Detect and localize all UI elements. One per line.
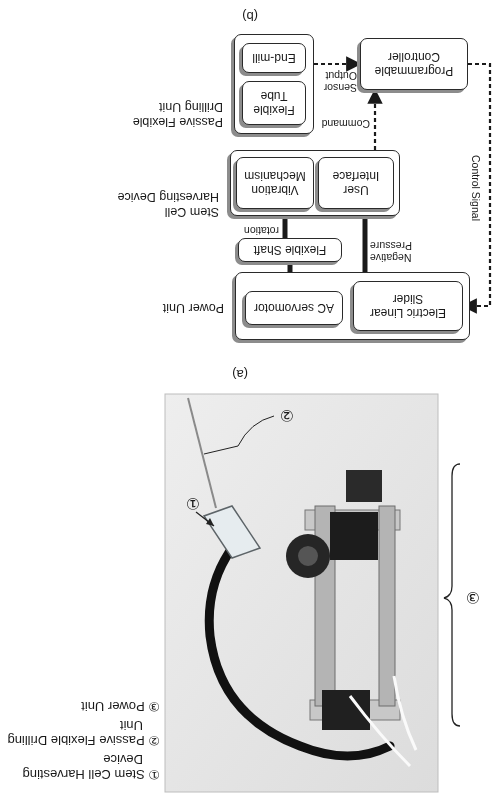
link-line [363,209,368,281]
leader-arrowhead [206,518,214,526]
box-text: Electric Linear Slider [356,292,460,320]
component-box: Flexible Shaft [238,238,342,262]
signal-line [374,90,376,157]
box-text: Programmable Controller [363,50,465,78]
unit-box: Power UnitElectric Linear SliderAC servo… [235,272,470,340]
unit-box: Stem Cell Harvesting DeviceUser Interfac… [230,150,400,216]
motor-block [346,470,382,502]
harvesting-device [204,506,260,558]
component-box: User Interface [318,157,394,209]
motor-block [322,690,370,730]
leader-arrow [196,512,214,526]
controller-box: Programmable Controller [360,38,468,90]
leader-line [204,416,274,454]
unit-box: Passive Flexible Drilling UnitFlexible T… [234,34,314,134]
box-text: AC servomotor [254,301,334,315]
box-text: User Interface [321,169,391,197]
box-text: End-mill [252,51,295,65]
box-text: Flexible Shaft [254,243,327,257]
callout-number: ③ [456,588,480,606]
part-legend: ① Stem Cell Harvesting Device [0,752,160,782]
servo-motor [330,512,378,560]
edge-label: Control Signal [470,138,482,238]
edge-label: Negative Pressure [370,240,434,264]
component-box: Vibration Mechanism [236,157,314,209]
panel-label: (a) [208,367,248,382]
component-box: Electric Linear Slider [353,281,463,331]
box-text: Flexible Tube [245,89,303,117]
unit-label: Power Unit [114,300,224,315]
part-legend: ② Passive Flexible Drilling Unit [0,718,160,748]
panel-label: (b) [218,9,258,24]
edge-label: Sensor Output [313,70,357,94]
part-legend: ③ Power Unit [0,699,160,714]
flexible-cable [209,548,390,756]
cooling-fan [286,534,330,578]
unit-label: Stem Cell Harvesting Device [109,189,219,219]
callout-number: ② [270,406,294,424]
cooling-fan-hub [298,546,318,566]
drilling-needle [188,398,216,508]
component-box: Flexible Tube [242,81,306,125]
component-box: AC servomotor [245,291,343,325]
aluminum-rail [379,506,395,706]
photo-background [165,394,438,792]
edge-label: rotation [219,225,279,237]
suction-tube [394,676,416,750]
signal-line [314,63,360,65]
callout-number: ① [176,494,200,512]
bracket [444,464,460,726]
box-text: Vibration Mechanism [239,169,311,197]
unit-label: Passive Flexible Drilling Unit [113,99,223,129]
component-box: End-mill [242,43,306,73]
edge-label: Command [315,118,370,130]
signal-line [463,64,490,306]
